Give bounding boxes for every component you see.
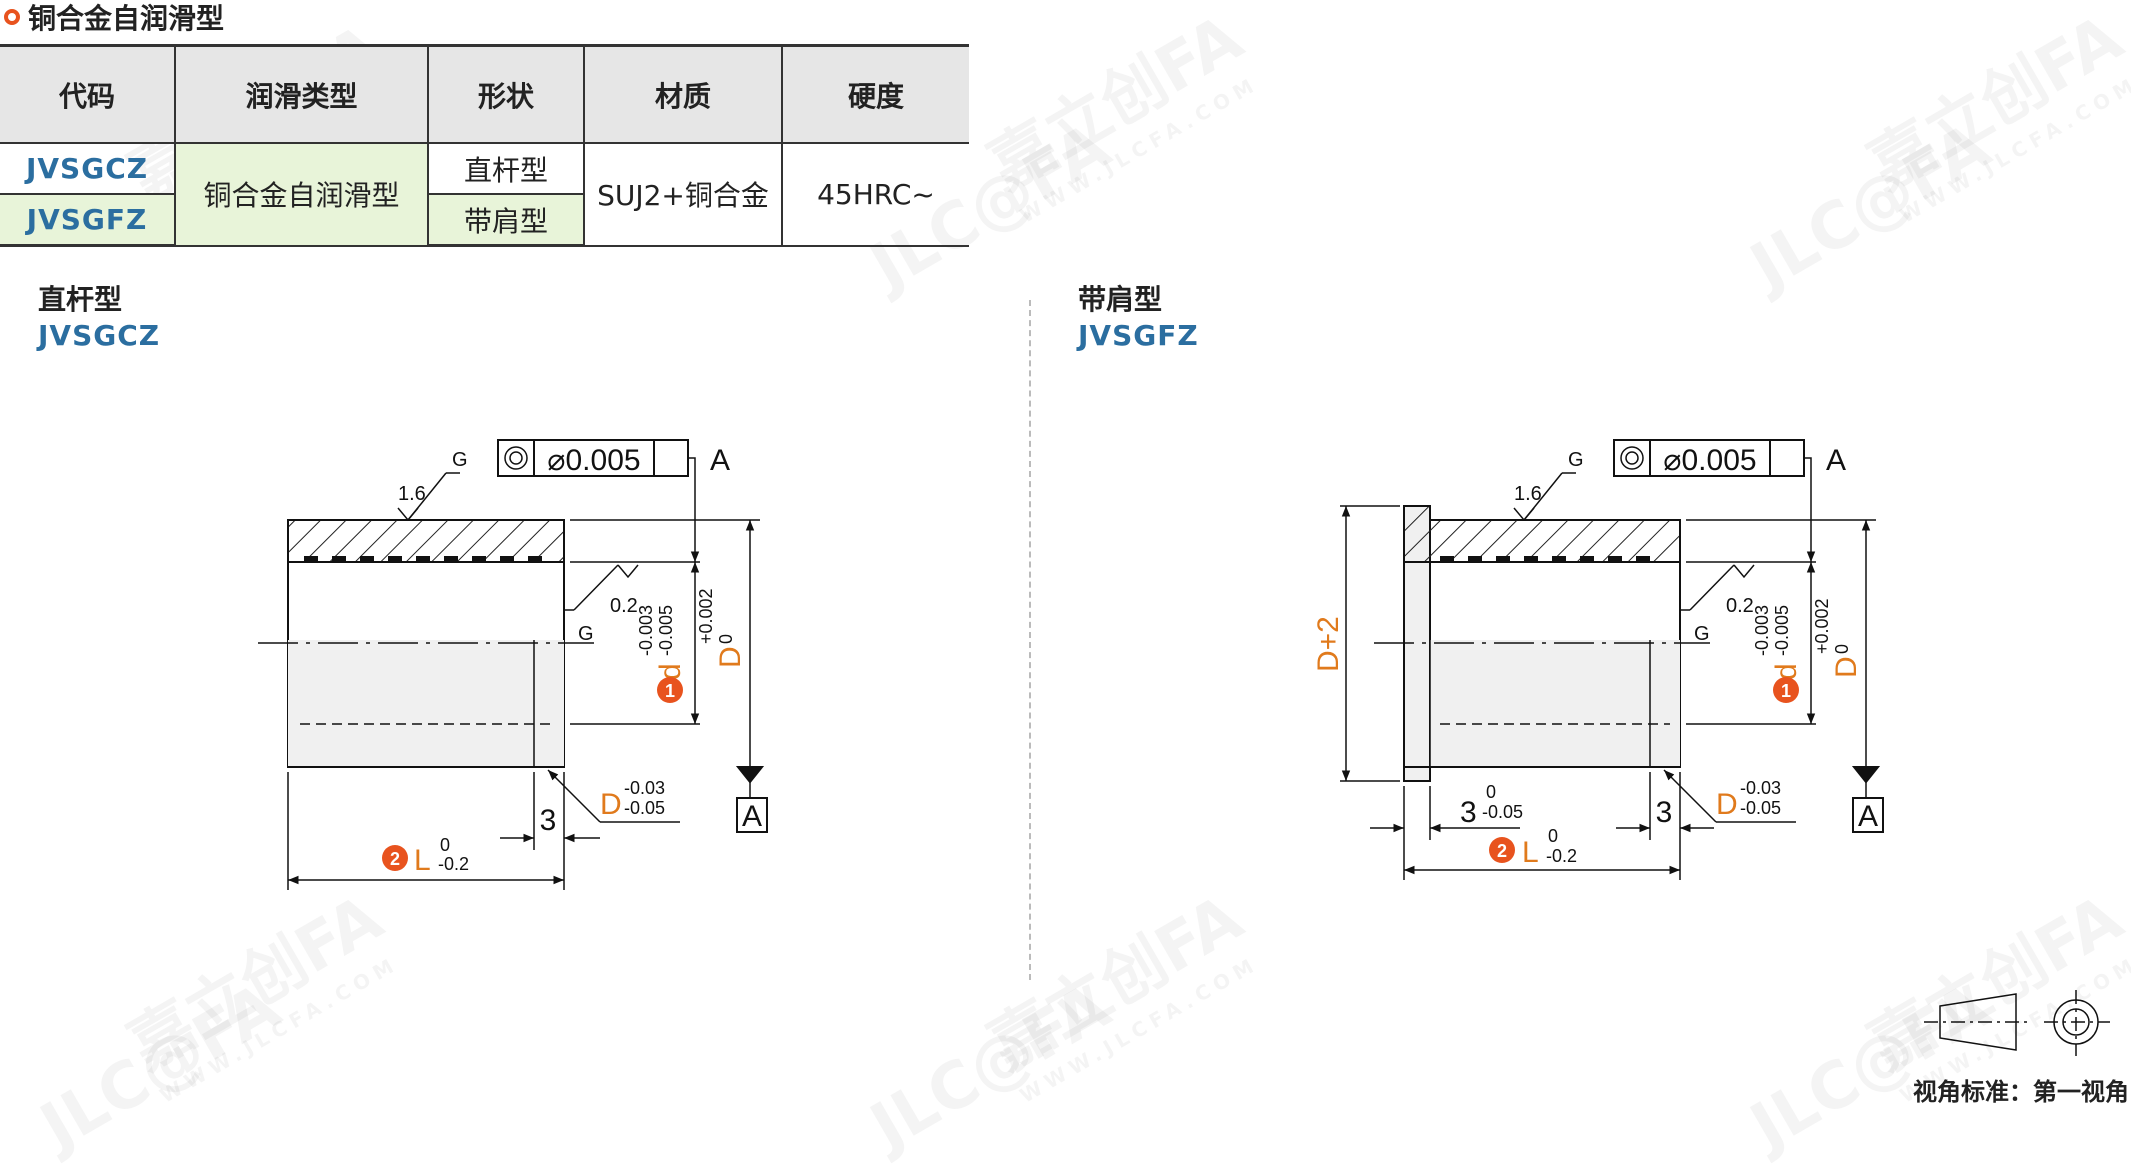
spec-table: 代码 润滑类型 形状 材质 硬度 JVSGCZ 铜合金自润滑型 直杆型 SUJ2… (0, 44, 969, 247)
left-tolerance-frame (497, 439, 689, 477)
right-lube-dots (1440, 556, 1650, 562)
left-datum-box-label: A (742, 800, 762, 833)
left-hatch-band (287, 519, 565, 563)
table-row: JVSGCZ 铜合金自润滑型 直杆型 SUJ2+铜合金 45HRC~ (0, 142, 969, 247)
column-header: 润滑类型 (174, 44, 429, 144)
right-d-badge: 1 (1781, 681, 1791, 701)
left-d-lower: -0.005 (656, 605, 676, 656)
right-g-inner: G (1694, 623, 1710, 645)
right-section-label: 带肩型 (1078, 283, 1163, 316)
left-D2-label: D (600, 788, 622, 821)
left-L-badge: 2 (390, 849, 400, 869)
left-dim-3: 3 (540, 804, 557, 837)
right-L-badge-circle (1489, 837, 1515, 863)
column-header: 材质 (583, 44, 783, 144)
left-lube-dots (304, 556, 542, 562)
lubrication-cell: 铜合金自润滑型 (174, 142, 429, 247)
left-tolerance-value: ⌀0.005 (547, 444, 640, 477)
right-datum-box-label: A (1858, 800, 1878, 833)
left-L-upper: 0 (440, 835, 450, 855)
right-d-upper: -0.003 (1752, 605, 1772, 656)
column-header: 代码 (0, 44, 176, 144)
right-D2-lower: -0.05 (1740, 798, 1781, 818)
left-d-upper: -0.003 (636, 605, 656, 656)
projection-standard-label: 视角标准：第一视角 (1913, 1078, 2129, 1106)
left-D-lower: 0 (716, 634, 736, 644)
shape-cell: 带肩型 (427, 193, 585, 247)
right-hatch-band (1403, 505, 1681, 563)
right-rough-outer: 1.6 (1514, 483, 1542, 505)
right-dim-3-left: 3 (1460, 796, 1477, 829)
right-drawing-text: A ⌀0.005 A G 1.6 0.2 G D+2 d -0.003 -0.0… (1312, 444, 1878, 869)
right-Dp2-label: D+2 (1312, 616, 1345, 672)
column-header: 硬度 (781, 44, 969, 144)
left-d-badge: 1 (665, 681, 675, 701)
left-g-label: G (452, 449, 468, 471)
section-divider (1029, 300, 1031, 980)
right-datum-box (1852, 797, 1884, 833)
left-L-badge-circle (382, 845, 408, 871)
left-d-label: d (654, 663, 687, 680)
right-datum-label: A (1826, 444, 1846, 477)
left-datum-box (736, 797, 768, 833)
left-L-label: L (414, 844, 431, 877)
circle-marker-icon (4, 9, 20, 25)
left-D2-upper: -0.03 (624, 778, 665, 798)
hardness-cell: 45HRC~ (781, 142, 969, 247)
section-header: 铜合金自润滑型 (0, 0, 225, 35)
left-D-label: D (714, 646, 747, 668)
right-dim-3-left-upper: 0 (1486, 782, 1496, 802)
right-D-lower: 0 (1832, 644, 1852, 654)
left-L-lower: -0.2 (438, 854, 469, 874)
first-angle-projection-icon (1924, 990, 2110, 1056)
right-g-label: G (1568, 449, 1584, 471)
left-section-code: JVSGCZ (38, 319, 161, 352)
left-drawing (258, 439, 768, 890)
right-L-badge: 2 (1497, 841, 1507, 861)
table-header-row: 代码 润滑类型 形状 材质 硬度 (0, 44, 969, 144)
code-cell: JVSGCZ (0, 142, 176, 195)
left-datum-label: A (710, 444, 730, 477)
right-L-lower: -0.2 (1546, 846, 1577, 866)
left-section-label: 直杆型 (38, 283, 123, 316)
right-d-lower: -0.005 (1772, 605, 1792, 656)
right-D-upper: +0.002 (1812, 598, 1832, 654)
right-D2-upper: -0.03 (1740, 778, 1781, 798)
right-L-label: L (1522, 836, 1539, 869)
column-header: 形状 (427, 44, 585, 144)
left-drawing-text: A ⌀0.005 A G 1.6 0.2 G d -0.003 -0.005 1… (382, 444, 762, 877)
left-rough-inner: 0.2 (610, 595, 638, 617)
right-L-upper: 0 (1548, 826, 1558, 846)
code-cell: JVSGFZ (0, 193, 176, 247)
left-d-badge-circle (657, 677, 683, 703)
right-drawing (1340, 439, 1884, 880)
technical-drawing: A ⌀0.005 A G 1.6 0.2 G d -0.003 -0.005 1… (258, 439, 2110, 1056)
right-rough-inner: 0.2 (1726, 595, 1754, 617)
right-d-badge-circle (1773, 677, 1799, 703)
right-tolerance-frame (1613, 439, 1805, 477)
shape-cell: 直杆型 (427, 142, 585, 195)
right-D-label: D (1830, 656, 1863, 678)
left-D-upper: +0.002 (696, 588, 716, 644)
right-dim-3-left-lower: -0.05 (1482, 802, 1523, 822)
left-rough-outer: 1.6 (398, 483, 426, 505)
right-D2-label: D (1716, 788, 1738, 821)
right-tolerance-value: ⌀0.005 (1663, 444, 1756, 477)
right-dim-3-right: 3 (1656, 796, 1673, 829)
table-row: JVSGFZ 带肩型 (0, 193, 969, 247)
left-D2-lower: -0.05 (624, 798, 665, 818)
section-title: 铜合金自润滑型 (28, 2, 225, 35)
material-cell: SUJ2+铜合金 (583, 142, 783, 247)
right-d-label: d (1770, 663, 1803, 680)
right-section-code: JVSGFZ (1078, 319, 1199, 352)
left-g-inner: G (578, 623, 594, 645)
